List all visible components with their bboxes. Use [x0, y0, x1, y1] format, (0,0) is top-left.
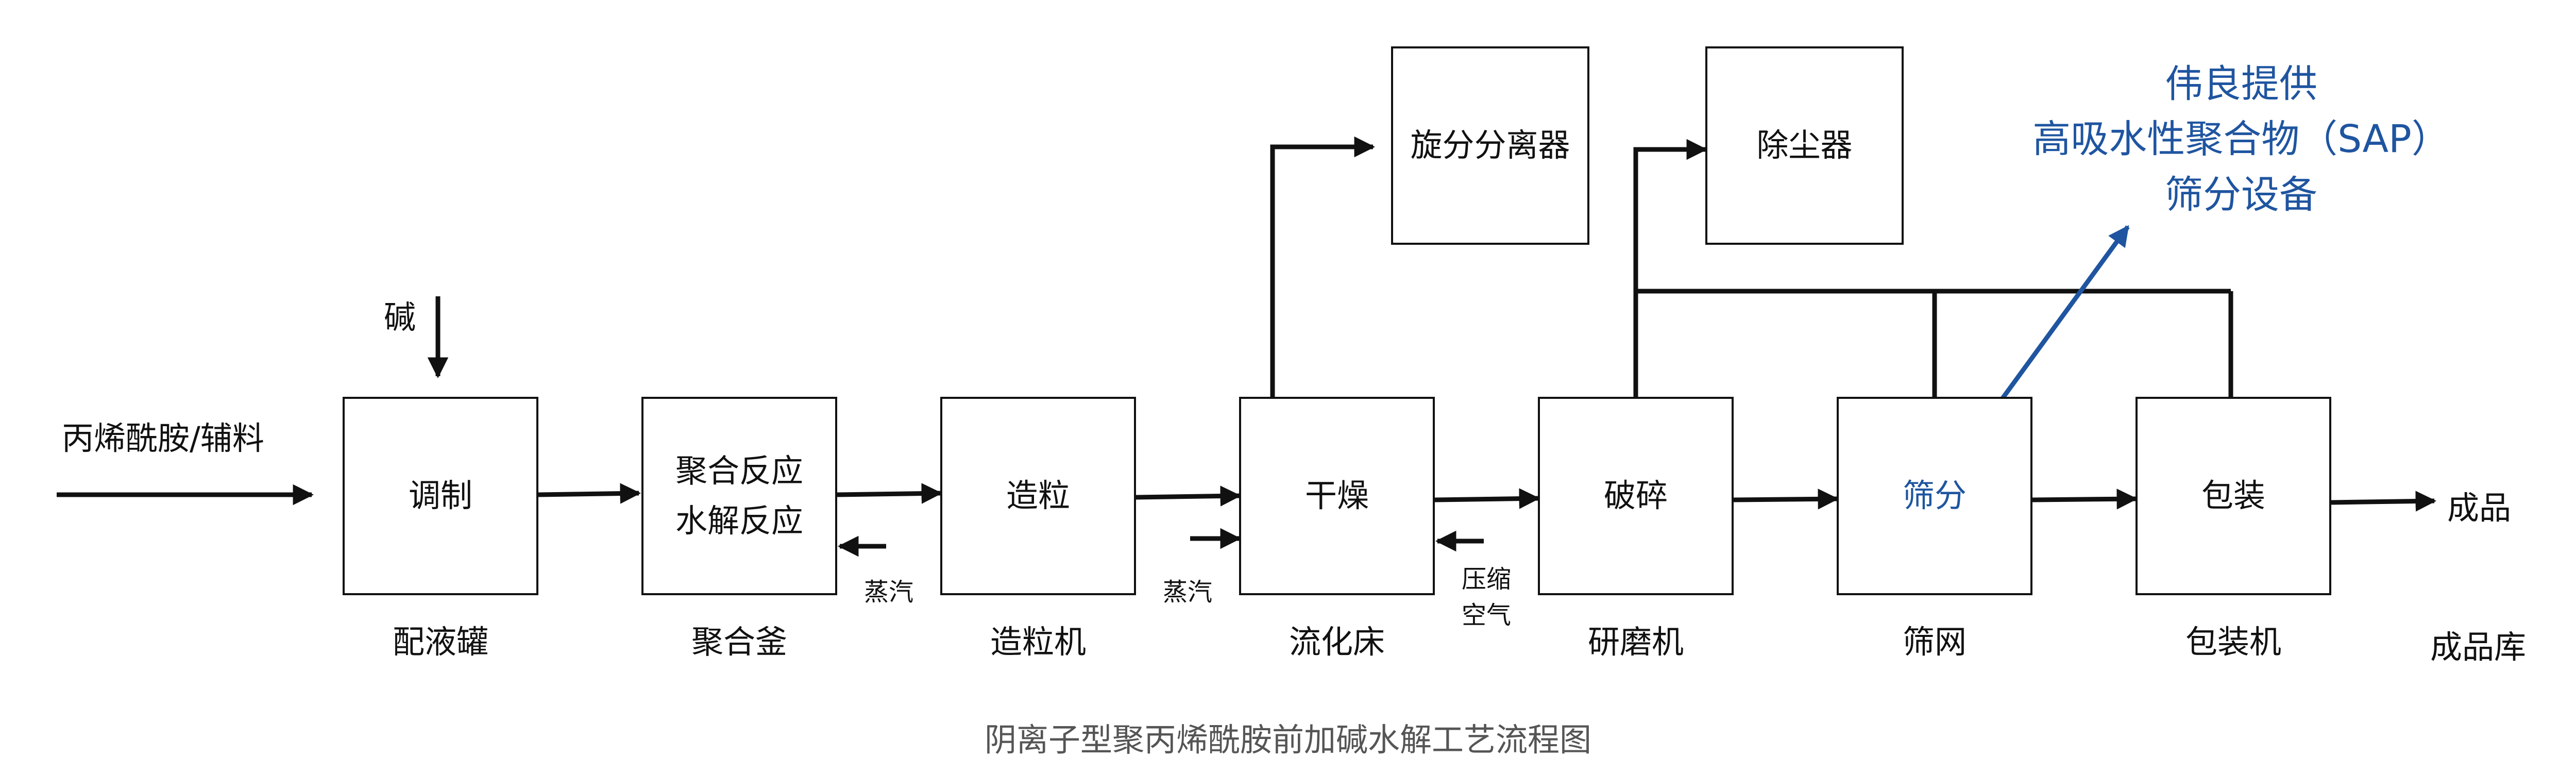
arrow-react-to-granulate: [837, 483, 943, 504]
supplier-annotation: 伟良提供 高吸水性聚合物（SAP） 筛分设备: [2032, 57, 2450, 223]
annotation-line-1: 伟良提供: [2165, 62, 2317, 106]
arrow-dust-duct: [1633, 139, 1708, 397]
box-granulate: 造粒: [940, 397, 1136, 595]
base-label: 碱: [384, 298, 416, 336]
equipment-product: 成品库: [2430, 628, 2527, 666]
compressed-air-label: 压缩 空气: [1462, 562, 1511, 633]
equipment-crush: 研磨机: [1587, 623, 1684, 661]
annotation-line-2: 高吸水性聚合物（SAP）: [2032, 117, 2450, 162]
arrow-prepare-to-react: [538, 483, 641, 504]
arrow-dry-to-cyclone: [1270, 136, 1376, 397]
compressed-air-line-1: 压缩: [1461, 565, 1512, 594]
arrow-granulate-to-dry: [1136, 485, 1242, 507]
box-dust: 除尘器: [1705, 46, 1904, 245]
arrow-sieve-to-pack: [2032, 489, 2138, 510]
equipment-granulate: 造粒机: [990, 623, 1087, 661]
equipment-dry: 流化床: [1289, 623, 1385, 661]
box-pack: 包装: [2136, 397, 2331, 595]
equipment-sieve: 筛网: [1902, 623, 1967, 661]
steam-label-2: 蒸汽: [1162, 578, 1213, 607]
steam-label-1: 蒸汽: [863, 578, 914, 607]
diagram-caption: 阴离子型聚丙烯酰胺前加碱水解工艺流程图: [984, 721, 1592, 759]
box-react-line-2: 水解反应: [675, 501, 803, 540]
equipment-react: 聚合釜: [691, 623, 788, 661]
annotation-line-3: 筛分设备: [2165, 172, 2317, 217]
equipment-pack: 包装机: [2185, 623, 2282, 661]
box-react: 聚合反应 水解反应: [641, 397, 837, 595]
arrow-crush-to-sieve: [1733, 489, 1839, 510]
box-prepare: 调制: [343, 397, 538, 595]
box-dry: 干燥: [1239, 397, 1435, 595]
compressed-air-line-2: 空气: [1461, 600, 1512, 630]
box-react-line-1: 聚合反应: [675, 452, 803, 490]
arrow-dry-to-crush: [1434, 488, 1540, 509]
box-sieve: 筛分: [1837, 397, 2032, 595]
equipment-prepare: 配液罐: [392, 623, 489, 661]
box-crush: 破碎: [1538, 397, 1734, 595]
product-label: 成品: [2447, 489, 2512, 527]
box-cyclone: 旋分分离器: [1391, 46, 1589, 245]
arrow-pack-to-product: [2331, 491, 2437, 512]
input-label: 丙烯酰胺/辅料: [62, 419, 264, 457]
